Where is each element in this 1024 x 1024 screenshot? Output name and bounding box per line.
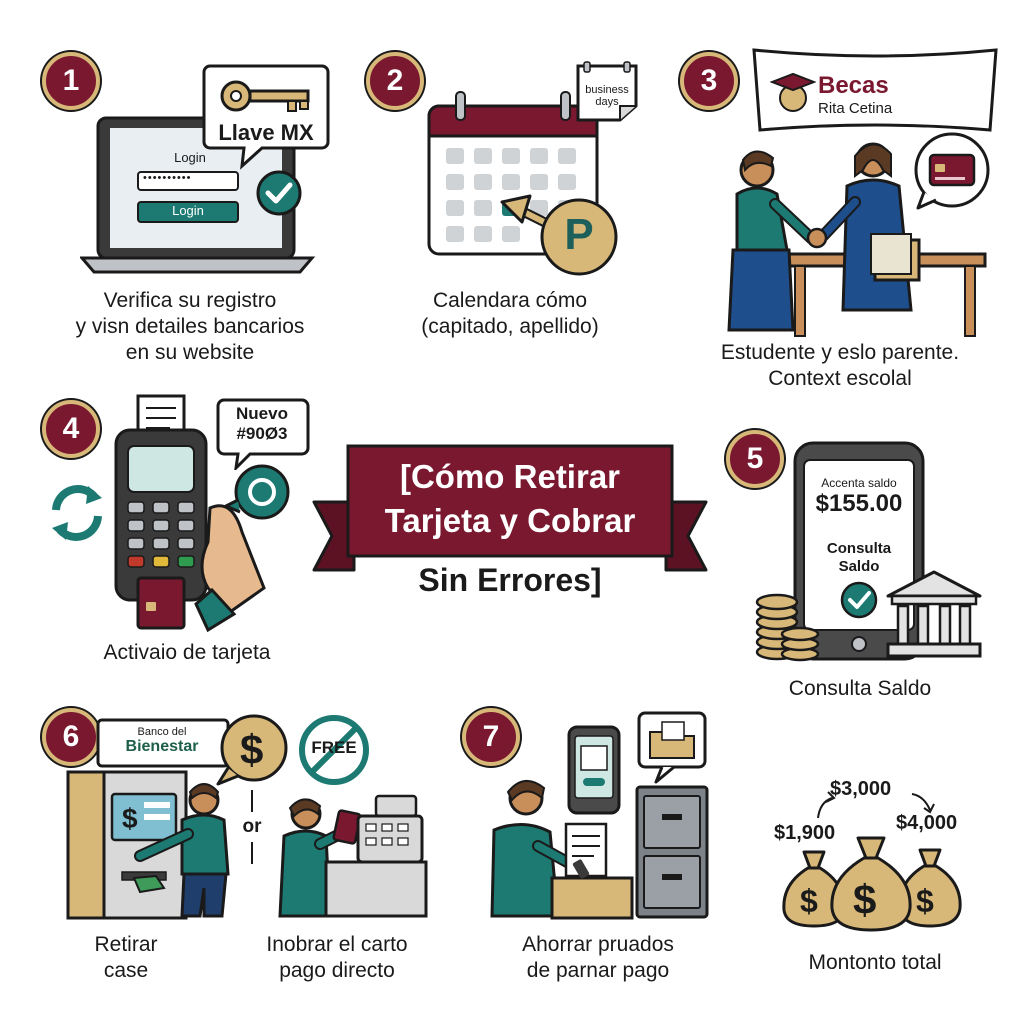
no-fee-icon xyxy=(299,715,369,785)
totals-caption: Montonto total xyxy=(770,950,980,976)
caption-line: Verifica su registro xyxy=(103,289,277,312)
banner xyxy=(752,48,998,132)
smartphone-icon xyxy=(567,725,621,815)
filing-cabinet-icon xyxy=(635,785,709,919)
note-line: business xyxy=(585,84,629,96)
caption-line: de parnar pago xyxy=(526,959,670,982)
svg-text:$: $ xyxy=(916,883,934,919)
step-6-caption-left: Retirar case xyxy=(66,932,186,984)
sync-bubble-icon xyxy=(224,464,290,520)
amount-label: $4,000 xyxy=(896,812,958,834)
bubble-line: #90Ø3 xyxy=(236,424,288,443)
svg-text:$: $ xyxy=(800,883,818,919)
banner-title: Becas xyxy=(818,72,889,99)
step-5-caption: Consulta Saldo xyxy=(740,676,980,702)
title-ribbon xyxy=(312,444,708,572)
free-label: FREE xyxy=(311,738,357,757)
caption-line: Estudente y eslo parente. xyxy=(720,341,960,364)
cash-register-icon xyxy=(278,794,428,918)
atm-icon: $ xyxy=(66,718,230,920)
step-4-caption: Activaio de tarjeta xyxy=(62,640,312,666)
balance-amount: $155.00 xyxy=(815,490,903,517)
svg-text:$: $ xyxy=(853,876,876,923)
money-bag-icon: $ xyxy=(782,850,846,928)
title-line-1: [Cómo Retirar xyxy=(399,458,621,495)
step-2-badge: 2 xyxy=(366,52,424,110)
caption-line: y visn detailes bancarios xyxy=(75,315,305,338)
step-2-caption: Calendara cómo (capitado, apellido) xyxy=(380,288,640,340)
title-line-3: Sin Errores] xyxy=(418,562,602,598)
bubble-line: Nuevo xyxy=(236,404,288,423)
step-5-badge: 5 xyxy=(726,430,784,488)
step-1-badge: 1 xyxy=(42,52,100,110)
dollar-icon: $ xyxy=(216,714,288,786)
credit-card-icon xyxy=(928,153,976,187)
note-line: days xyxy=(595,96,619,108)
handshake-icon xyxy=(727,142,987,337)
button-line: Consulta xyxy=(826,540,892,557)
caption-line: case xyxy=(103,959,149,982)
step-7-badge: 7 xyxy=(462,708,520,766)
title-line-2: Tarjeta y Cobrar xyxy=(384,502,636,539)
step-7-caption: Ahorrar pruados de parnar pago xyxy=(478,932,718,984)
caption-line: Ahorrar pruados xyxy=(522,933,674,956)
caption-line: Inobrar el carto xyxy=(266,933,408,956)
caption-line: Retirar xyxy=(94,933,158,956)
amount-label: $1,900 xyxy=(774,822,836,844)
sync-icon xyxy=(52,485,102,541)
or-divider: or xyxy=(240,790,264,864)
button-line: Saldo xyxy=(838,558,880,575)
bank-sign-line: Banco del xyxy=(137,726,187,738)
caption-line: Montonto total xyxy=(808,951,942,974)
graduation-cap-icon xyxy=(770,72,816,112)
svg-text:$: $ xyxy=(122,803,138,834)
bank-sign-line: Bienestar xyxy=(125,738,199,755)
consulta-saldo-button[interactable]: Consulta Saldo xyxy=(804,540,914,576)
person-saving-icon xyxy=(490,780,634,920)
card-terminal-icon xyxy=(114,394,266,632)
speech-bubble xyxy=(216,398,310,470)
coin-stack-icon xyxy=(755,593,820,662)
caption-line: pago directo xyxy=(279,959,395,982)
folder-icon xyxy=(637,711,707,784)
caption-line: Consulta Saldo xyxy=(788,677,932,700)
step-3-caption: Estudente y eslo parente. Context escola… xyxy=(690,340,990,392)
check-icon xyxy=(256,170,302,216)
or-label: or xyxy=(242,816,262,837)
key-icon xyxy=(220,80,310,112)
business-days-note: business days xyxy=(574,84,640,108)
caption-line: Context escolal xyxy=(768,367,912,390)
bank-icon xyxy=(886,570,982,658)
step-6-caption-right: Inobrar el carto pago directo xyxy=(232,932,442,984)
bank-sign: Banco del Bienestar xyxy=(100,726,224,756)
parking-token-icon xyxy=(540,198,618,276)
caption-line: en su website xyxy=(125,341,255,364)
arrow-icon xyxy=(817,791,935,819)
step-4-badge: 4 xyxy=(42,400,100,458)
note-icon xyxy=(576,61,638,122)
svg-text:$: $ xyxy=(240,726,263,773)
parking-token-label: P xyxy=(564,210,594,259)
money-bag-icon: $ xyxy=(830,836,912,932)
caption-line: Calendara cómo xyxy=(432,289,588,312)
llave-mx-label: Llave MX xyxy=(218,120,314,145)
login-button[interactable]: Login xyxy=(172,203,204,218)
screen-label: Accenta saldo xyxy=(821,476,897,490)
caption-line: (capitado, apellido) xyxy=(421,315,599,338)
password-field[interactable]: •••••••••• xyxy=(143,172,192,184)
login-label: Login xyxy=(174,150,206,165)
money-bag-icon: $ xyxy=(898,848,962,928)
nuevo-label: Nuevo #90Ø3 xyxy=(218,404,306,444)
step-3-badge: 3 xyxy=(680,52,738,110)
caption-line: Activaio de tarjeta xyxy=(103,641,271,664)
step-1-caption: Verifica su registro y visn detailes ban… xyxy=(40,288,340,366)
amount-label: $3,000 xyxy=(830,778,892,800)
banner-subtitle: Rita Cetina xyxy=(818,100,893,117)
